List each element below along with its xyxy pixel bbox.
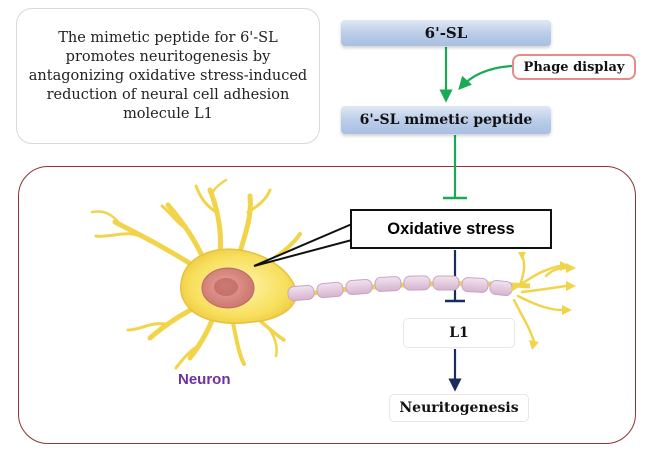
node-oxidative-stress-label: Oxidative stress <box>387 219 515 238</box>
summary-line-3: antagonizing oxidative stress-induced <box>28 67 308 84</box>
oxidative-callout-pointer <box>253 222 353 267</box>
node-l1-label: L1 <box>449 325 469 341</box>
neuron-dendrites <box>90 178 302 370</box>
neuron-nucleolus <box>214 278 238 296</box>
summary-line-4: reduction of neural cell adhesion <box>46 86 290 103</box>
node-6sl: 6'-SL <box>341 20 551 46</box>
node-neuritogenesis-label: Neuritogenesis <box>399 400 519 416</box>
neuron-label: Neuron <box>178 371 231 388</box>
myelin-sheath <box>287 275 513 302</box>
node-l1: L1 <box>403 318 515 348</box>
node-neuritogenesis: Neuritogenesis <box>389 394 529 422</box>
arrow-phage-to-peptide <box>458 64 513 90</box>
axon-terminal-buttons <box>518 252 576 350</box>
node-mimetic-peptide-label: 6'-SL mimetic peptide <box>359 112 533 128</box>
cell-frame <box>18 166 636 444</box>
summary-line-5: molecule L1 <box>123 105 213 122</box>
node-phage-display-label: Phage display <box>523 59 625 75</box>
node-6sl-label: 6'-SL <box>424 24 468 42</box>
summary-text-box: The mimetic peptide for 6'-SL promotes n… <box>16 8 320 144</box>
summary-line-1: The mimetic peptide for 6'-SL <box>58 29 278 46</box>
summary-text: The mimetic peptide for 6'-SL promotes n… <box>29 29 307 124</box>
node-phage-display: Phage display <box>512 54 636 80</box>
neuron-illustration <box>90 178 576 370</box>
summary-line-2: promotes neuritogenesis by <box>65 48 271 65</box>
node-mimetic-peptide: 6'-SL mimetic peptide <box>341 106 551 134</box>
node-oxidative-stress: Oxidative stress <box>350 209 552 249</box>
axon-terminals <box>510 254 568 344</box>
